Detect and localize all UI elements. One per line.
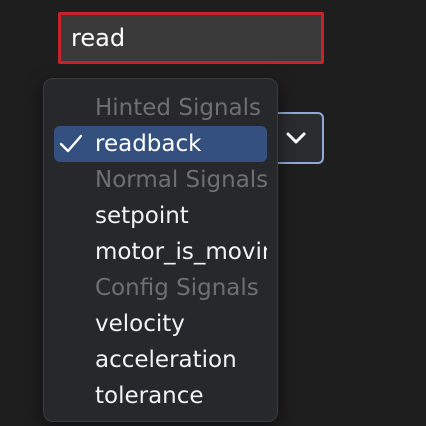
section-header-normal: Normal Signals xyxy=(95,167,267,193)
menu-item-tolerance[interactable]: tolerance xyxy=(95,383,204,409)
signal-menu-list: Hinted Signals readback Normal Signals s… xyxy=(44,90,277,414)
signal-search-box[interactable] xyxy=(58,12,324,64)
signal-dropdown-menu: Hinted Signals readback Normal Signals s… xyxy=(43,78,278,422)
menu-item-motor-is-moving[interactable]: motor_is_moving xyxy=(95,239,267,265)
menu-item-acceleration[interactable]: acceleration xyxy=(95,347,237,373)
menu-item-setpoint[interactable]: setpoint xyxy=(95,203,189,229)
checkmark-icon xyxy=(59,134,83,153)
menu-item-velocity[interactable]: velocity xyxy=(95,311,185,337)
chevron-down-icon[interactable] xyxy=(284,126,308,150)
section-header-config: Config Signals xyxy=(95,275,259,301)
signal-search-input[interactable] xyxy=(61,15,321,61)
menu-item-readback[interactable]: readback xyxy=(54,126,267,162)
section-header-hinted: Hinted Signals xyxy=(95,95,261,121)
